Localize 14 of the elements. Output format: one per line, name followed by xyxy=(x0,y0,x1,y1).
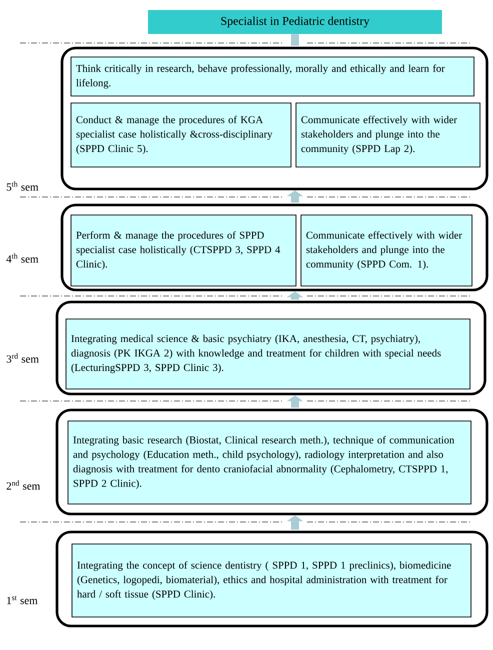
semester-label: 2$^{nd}$ sem xyxy=(6,480,40,490)
outcome-box: Perform & manage the procedures of SPPD specialist case holistically (CTSPPD 3, SPPD 4 Clinic). xyxy=(70,214,296,286)
semester-label: 3$^{rd}$ sem xyxy=(6,353,39,363)
semester-label: 5$^{th}$ sem xyxy=(6,181,38,191)
outcome-box: Communicate effectively with wider stakeholders and plunge into the community (SPPD Lap 2). xyxy=(296,102,480,168)
outcome-box: Integrating basic research (Biostat, Clinical research meth.), technique of communication and psychology (Education meth., child psychology), radiology interpretation and also diagnosis with treatment for dento craniofacial abnormality (Cephalometry, CTSPPD 1, SPPD 2 Clinic). xyxy=(68,420,472,504)
outcome-box: Integrating medical science & basic psychiatry (IKA, anesthesia, CT, psychiatry), diagnosis (PK IKGA 2) with knowledge and treatment for children with special needs (LecturingSPPD 3, SPPD Clinic 3). xyxy=(66,318,470,390)
outcome-box: Communicate effectively with wider stakeholders and plunge into the community (SPPD Com. 1). xyxy=(300,214,472,286)
semester-label: 1$^{st}$ sem xyxy=(7,596,38,604)
outcome-box: Integrating the concept of science dentistry ( SPPD 1, SPPD 1 preclinics), biomedicine (Genetics, logopedi, biomaterial), ethics and hospital administration with treatment for hard / soft tissue (SPPD Clinic). xyxy=(72,544,472,618)
outcome-box: Conduct & manage the procedures of KGA specialist case holistically &cross-disciplinary (SPPD Clinic 5). xyxy=(70,102,292,168)
semester-label: 4$^{th}$ sem xyxy=(6,253,38,263)
outcome-box: Think critically in research, behave professionally, morally and ethically and learn for lifelong. xyxy=(70,56,474,96)
title-box: Specialist in Pediatric dentistry xyxy=(148,10,442,34)
